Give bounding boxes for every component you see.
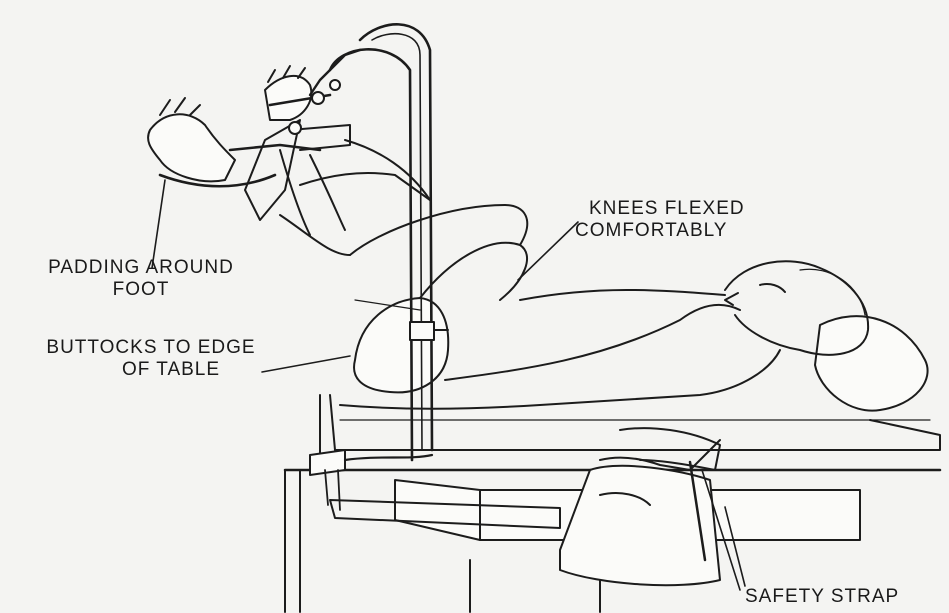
label-padding-line2: FOOT (6, 279, 276, 301)
leader-padding (152, 180, 165, 268)
label-buttocks-edge: BUTTOCKS TO EDGE OF TABLE (6, 337, 296, 381)
label-knees-line2: COMFORTABLY (575, 220, 805, 242)
feet-in-straps (148, 66, 350, 220)
label-buttocks-line1: BUTTOCKS TO EDGE (6, 337, 296, 359)
label-safety-line1: SAFETY STRAP (745, 586, 935, 608)
legs (280, 140, 527, 392)
arm-on-armboard (560, 428, 740, 590)
head-and-pillow (725, 261, 928, 410)
label-padding-around-foot: PADDING AROUND FOOT (6, 257, 276, 301)
label-knees-line1: KNEES FLEXED (575, 198, 805, 220)
label-knees-flexed: KNEES FLEXED COMFORTABLY (575, 198, 805, 242)
label-buttocks-line2: OF TABLE (6, 359, 296, 381)
label-padding-line1: PADDING AROUND (6, 257, 276, 279)
label-safety-strap: SAFETY STRAP (745, 586, 935, 608)
